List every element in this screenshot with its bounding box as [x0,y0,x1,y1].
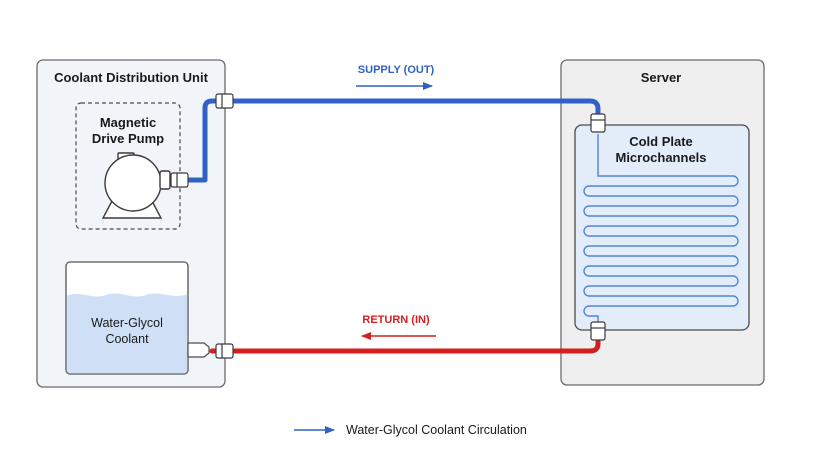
fitting-icon [215,343,234,359]
pump-label-line1: Magnetic [100,115,156,130]
supply-label: SUPPLY (OUT) [358,64,435,76]
fitting-icon [170,172,189,188]
return-pipe [209,333,601,354]
server-panel: Server Cold Plate Microchannels [560,59,765,386]
pump-icon [101,152,171,219]
legend-label: Water-Glycol Coolant Circulation [346,423,527,437]
reservoir-outlet-icon [187,342,210,358]
cdu-title: Coolant Distribution Unit [54,70,208,85]
cold-plate-label-line1: Cold Plate [629,134,693,149]
cdu-panel: Coolant Distribution Unit Magnetic Drive… [36,59,226,388]
cold-plate-label-line2: Microchannels [615,150,706,165]
reservoir-label-line1: Water-Glycol [91,316,163,330]
return-label: RETURN (IN) [362,314,430,326]
pump-label-line2: Drive Pump [92,131,164,146]
supply-pipe [185,98,601,183]
coolant-reservoir: Water-Glycol Coolant [65,261,210,375]
fitting-icon [590,113,606,133]
legend: Water-Glycol Coolant Circulation [294,423,527,437]
reservoir-label-line2: Coolant [105,332,149,346]
fitting-icon [590,321,606,341]
fitting-icon [215,93,234,109]
server-title: Server [641,70,681,85]
microchannels [583,134,739,328]
